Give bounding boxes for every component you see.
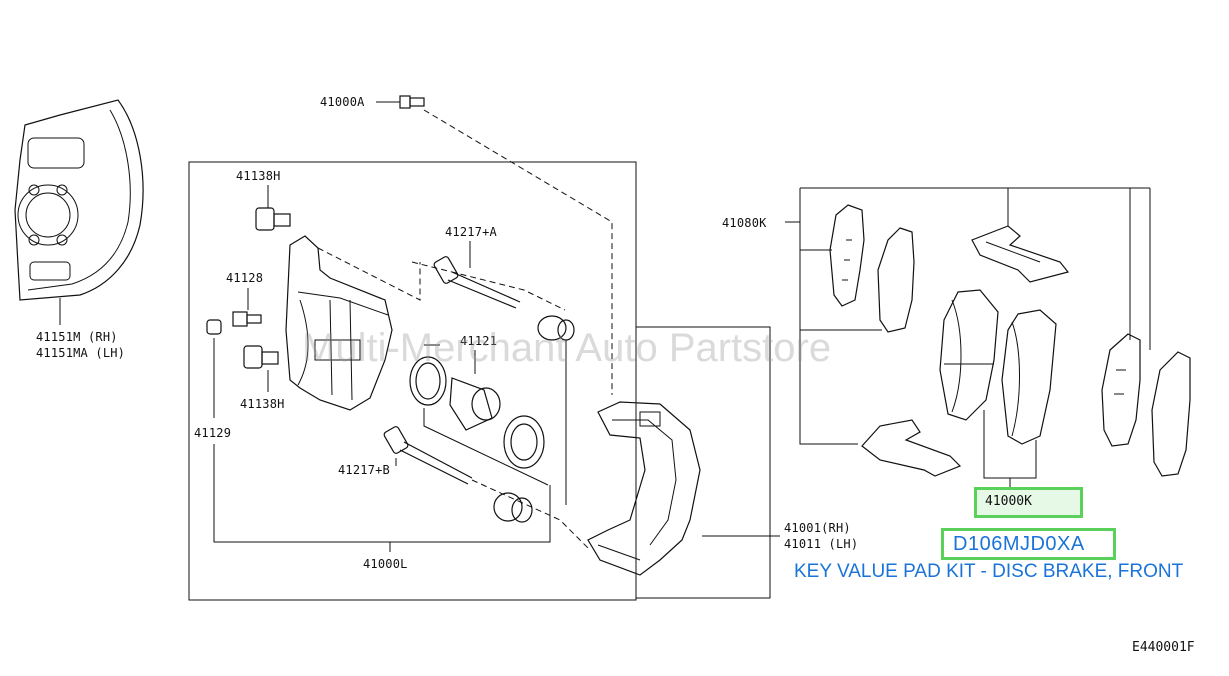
dust-shield-part — [14, 99, 144, 325]
bolt-41138H-bottom — [243, 345, 279, 369]
part-number-text: D106MJD0XA — [953, 533, 1085, 555]
shim-left-outer — [829, 204, 865, 307]
bolt-41138H-top — [255, 207, 291, 231]
label-41151M: 41151M (RH) — [36, 330, 118, 344]
label-41151MA: 41151MA (LH) — [36, 346, 125, 360]
pad-kit-bracket-top — [800, 187, 1131, 340]
highlight-41000K-box[interactable]: 41000K — [974, 487, 1083, 518]
shim-right-outer — [1101, 333, 1141, 447]
clip-bottom — [861, 419, 962, 477]
label-41121: 41121 — [460, 334, 497, 348]
caliper-frame-extension — [636, 326, 771, 599]
label-41000A: 41000A — [320, 95, 365, 109]
pad-leader — [983, 410, 1037, 479]
bleeder-41128 — [206, 311, 262, 335]
boot-41217A — [537, 315, 575, 505]
label-41217A: 41217+A — [445, 225, 498, 239]
watermark-text: Multi-Merchant Auto Partstore — [302, 326, 832, 370]
part-number-box[interactable]: D106MJD0XA — [941, 528, 1116, 560]
piston-boot — [503, 415, 545, 469]
brake-pad-outer — [939, 289, 999, 421]
brake-pad-inner — [1001, 309, 1057, 445]
shim-right-inner — [1151, 351, 1191, 477]
part-description: KEY VALUE PAD KIT - DISC BRAKE, FRONT — [794, 561, 1184, 582]
clip-top — [971, 225, 1070, 283]
label-41128: 41128 — [226, 271, 263, 285]
label-41080K: 41080K — [722, 216, 767, 230]
pin-41217B — [383, 426, 473, 485]
support-bracket-41001 — [587, 401, 701, 576]
boot-41217B — [493, 492, 533, 523]
label-41129: 41129 — [194, 426, 231, 440]
bolt-41000A — [399, 95, 425, 109]
caliper-assembly-frame — [188, 161, 637, 601]
label-41000K: 41000K — [985, 494, 1032, 509]
label-41011: 41011 (LH) — [784, 537, 858, 551]
label-41138H-top: 41138H — [236, 169, 281, 183]
shim-left-inner — [877, 227, 915, 333]
caliper-body — [285, 235, 393, 411]
label-41001: 41001(RH) — [784, 521, 851, 535]
diagram-reference: E440001F — [1132, 640, 1195, 655]
label-41138H-bottom: 41138H — [240, 397, 285, 411]
label-41217B: 41217+B — [338, 463, 390, 477]
label-41000L: 41000L — [363, 557, 408, 571]
pad-kit-bracket-left — [799, 188, 858, 445]
seal-ring — [409, 356, 447, 406]
piston — [449, 377, 501, 431]
pin-41217A — [433, 256, 521, 309]
